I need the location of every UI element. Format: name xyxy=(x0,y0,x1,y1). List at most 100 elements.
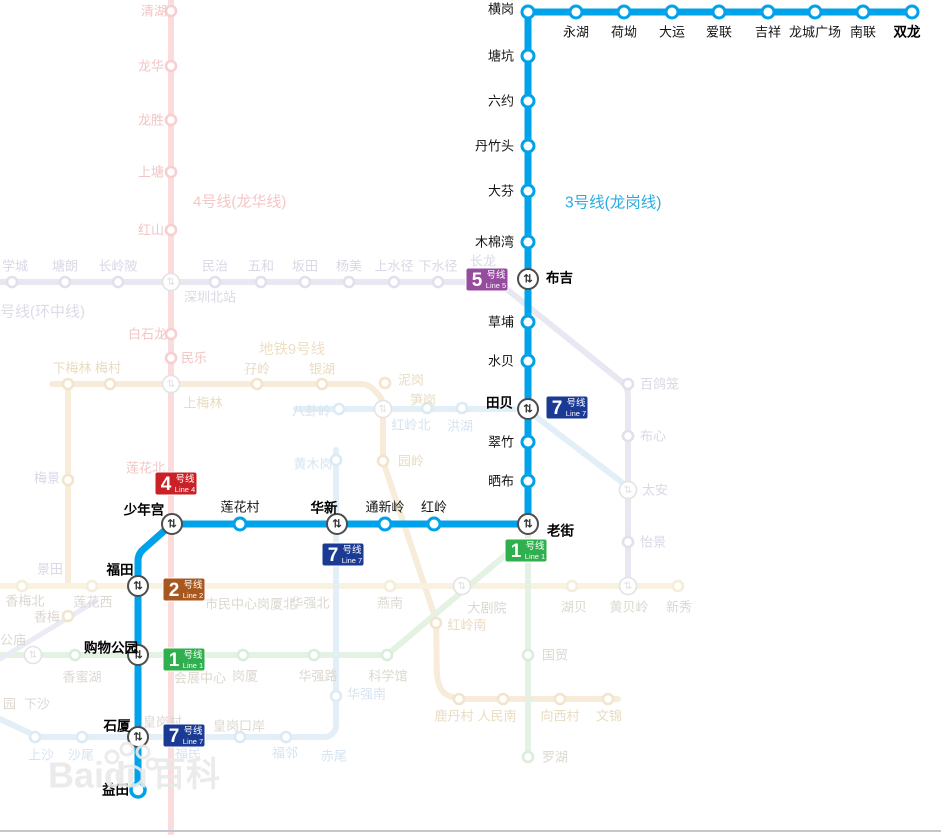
faded-station-dot xyxy=(521,750,535,764)
station-label-吉祥: 吉祥 xyxy=(755,25,781,40)
station-红岭 xyxy=(426,516,442,532)
station-爱联 xyxy=(711,4,727,20)
faded-station-label: 长岭陂 xyxy=(98,259,137,274)
station-label-永湖: 永湖 xyxy=(563,25,589,40)
faded-station-label: 百鸽笼 xyxy=(640,377,679,392)
faded-station-label: 香梅 xyxy=(34,610,60,625)
badge-line-number: 4 xyxy=(161,474,172,495)
interchange-station-购物公园: ⇅ xyxy=(127,644,149,666)
faded-station-label: 清湖 xyxy=(141,4,167,19)
faded-station-label: 会展中心 xyxy=(174,671,226,686)
badge-line-number: 7 xyxy=(169,726,180,747)
interchange-station-华新: ⇅ xyxy=(326,513,348,535)
station-label-六约: 六约 xyxy=(488,94,514,109)
faded-station-label: 莲花西 xyxy=(73,595,112,610)
faded-station-dot xyxy=(164,351,178,365)
faded-station-label: 梅景 xyxy=(34,471,60,486)
faded-station-label: 新秀 xyxy=(666,600,692,615)
badge-line-number: 7 xyxy=(328,545,339,566)
station-横岗 xyxy=(520,4,536,20)
station-双龙 xyxy=(904,4,920,20)
faded-interchange-station: ⇅ xyxy=(373,399,393,419)
interchange-station-布吉: ⇅ xyxy=(517,268,539,290)
faded-station-dot xyxy=(68,648,82,662)
badge-line-cn: 号线 xyxy=(175,473,195,485)
faded-station-dot xyxy=(164,4,178,18)
station-六约 xyxy=(520,93,536,109)
transfer-icon: ⇅ xyxy=(523,519,533,531)
faded-station-dot xyxy=(85,579,99,593)
faded-station-label: 笋岗 xyxy=(410,393,436,408)
watermark-paw-icon xyxy=(104,741,159,788)
faded-station-label: 太安 xyxy=(642,483,668,498)
station-塘坑 xyxy=(520,48,536,64)
faded-station-dot xyxy=(521,648,535,662)
badge-line-number: 2 xyxy=(169,580,180,601)
station-丹竹头 xyxy=(520,138,536,154)
faded-station-label: 梅村 xyxy=(95,361,121,376)
station-label-龙城广场: 龙城广场 xyxy=(789,25,841,40)
watermark-brand: Baidu xyxy=(48,755,148,796)
station-label-田贝: 田贝 xyxy=(486,396,513,411)
station-label-塘坑: 塘坑 xyxy=(488,49,514,64)
faded-station-label: 鹿丹村 xyxy=(434,709,473,724)
station-木棉湾 xyxy=(520,234,536,250)
faded-station-dot xyxy=(298,275,312,289)
faded-station-label: 湖贝 xyxy=(561,600,587,615)
faded-station-dot xyxy=(329,689,343,703)
faded-transfer-icon: ⇅ xyxy=(167,379,175,390)
station-label-南联: 南联 xyxy=(850,25,876,40)
faded-station-dot xyxy=(164,113,178,127)
transfer-icon: ⇅ xyxy=(332,519,342,531)
faded-station-label: 市民中心岗厦北 xyxy=(205,597,296,612)
station-label-老街: 老街 xyxy=(547,523,575,539)
faded-station-label: 科学馆 xyxy=(368,669,407,684)
interchange-station-少年宫: ⇅ xyxy=(161,513,183,535)
faded-transfer-icon: ⇅ xyxy=(624,581,632,592)
station-label-石厦: 石厦 xyxy=(103,719,131,734)
faded-station-label: 深圳北站 xyxy=(184,290,236,305)
faded-station-label: 人民南 xyxy=(477,709,516,724)
faded-station-label: 景田 xyxy=(37,562,63,577)
faded-station-dot xyxy=(342,275,356,289)
station-label-红岭: 红岭 xyxy=(421,500,447,515)
faded-station-dot xyxy=(61,377,75,391)
faded-station-label: 上塘 xyxy=(138,165,164,180)
faded-interchange-station: ⇅ xyxy=(452,576,472,596)
faded-transfer-icon: ⇅ xyxy=(379,404,387,415)
faded-station-label: 红岭北 xyxy=(391,418,430,433)
faded-station-dot xyxy=(431,275,445,289)
station-label-大运: 大运 xyxy=(659,25,685,40)
faded-station-dot xyxy=(380,648,394,662)
station-荷坳 xyxy=(616,4,632,20)
station-label-翠竹: 翠竹 xyxy=(488,435,514,450)
station-label-爱联: 爱联 xyxy=(706,25,732,40)
faded-interchange-station: ⇅ xyxy=(161,374,181,394)
badge-line-cn: 号线 xyxy=(342,544,362,556)
faded-station-dot xyxy=(279,730,293,744)
faded-station-dot xyxy=(254,275,268,289)
faded-station-label: 华强南 xyxy=(347,687,386,702)
faded-station-label: 岗厦 xyxy=(232,669,258,684)
station-label-少年宫: 少年宫 xyxy=(123,502,165,518)
faded-station-dot xyxy=(387,275,401,289)
faded-station-label: 香梅北 xyxy=(5,594,44,609)
faded-station-label: 白石龙 xyxy=(128,327,167,342)
faded-station-label: 燕南 xyxy=(377,596,403,611)
faded-station-dot xyxy=(376,454,390,468)
faded-station-label: 下水径 xyxy=(418,259,457,274)
faded-transfer-icon: ⇅ xyxy=(458,581,466,592)
badge-line-en: Line 1 xyxy=(183,661,203,670)
station-label-水贝: 水贝 xyxy=(488,354,514,369)
badge-line-en: Line 7 xyxy=(342,556,362,565)
faded-station-dot xyxy=(75,730,89,744)
faded-station-dot xyxy=(236,648,250,662)
faded-station-dot xyxy=(58,275,72,289)
badge-line-cn: 号线 xyxy=(183,649,203,661)
faded-station-label: 上沙 xyxy=(28,748,54,763)
badge-line-cn: 号线 xyxy=(525,540,545,552)
faded-station-label: 上梅林 xyxy=(183,396,222,411)
